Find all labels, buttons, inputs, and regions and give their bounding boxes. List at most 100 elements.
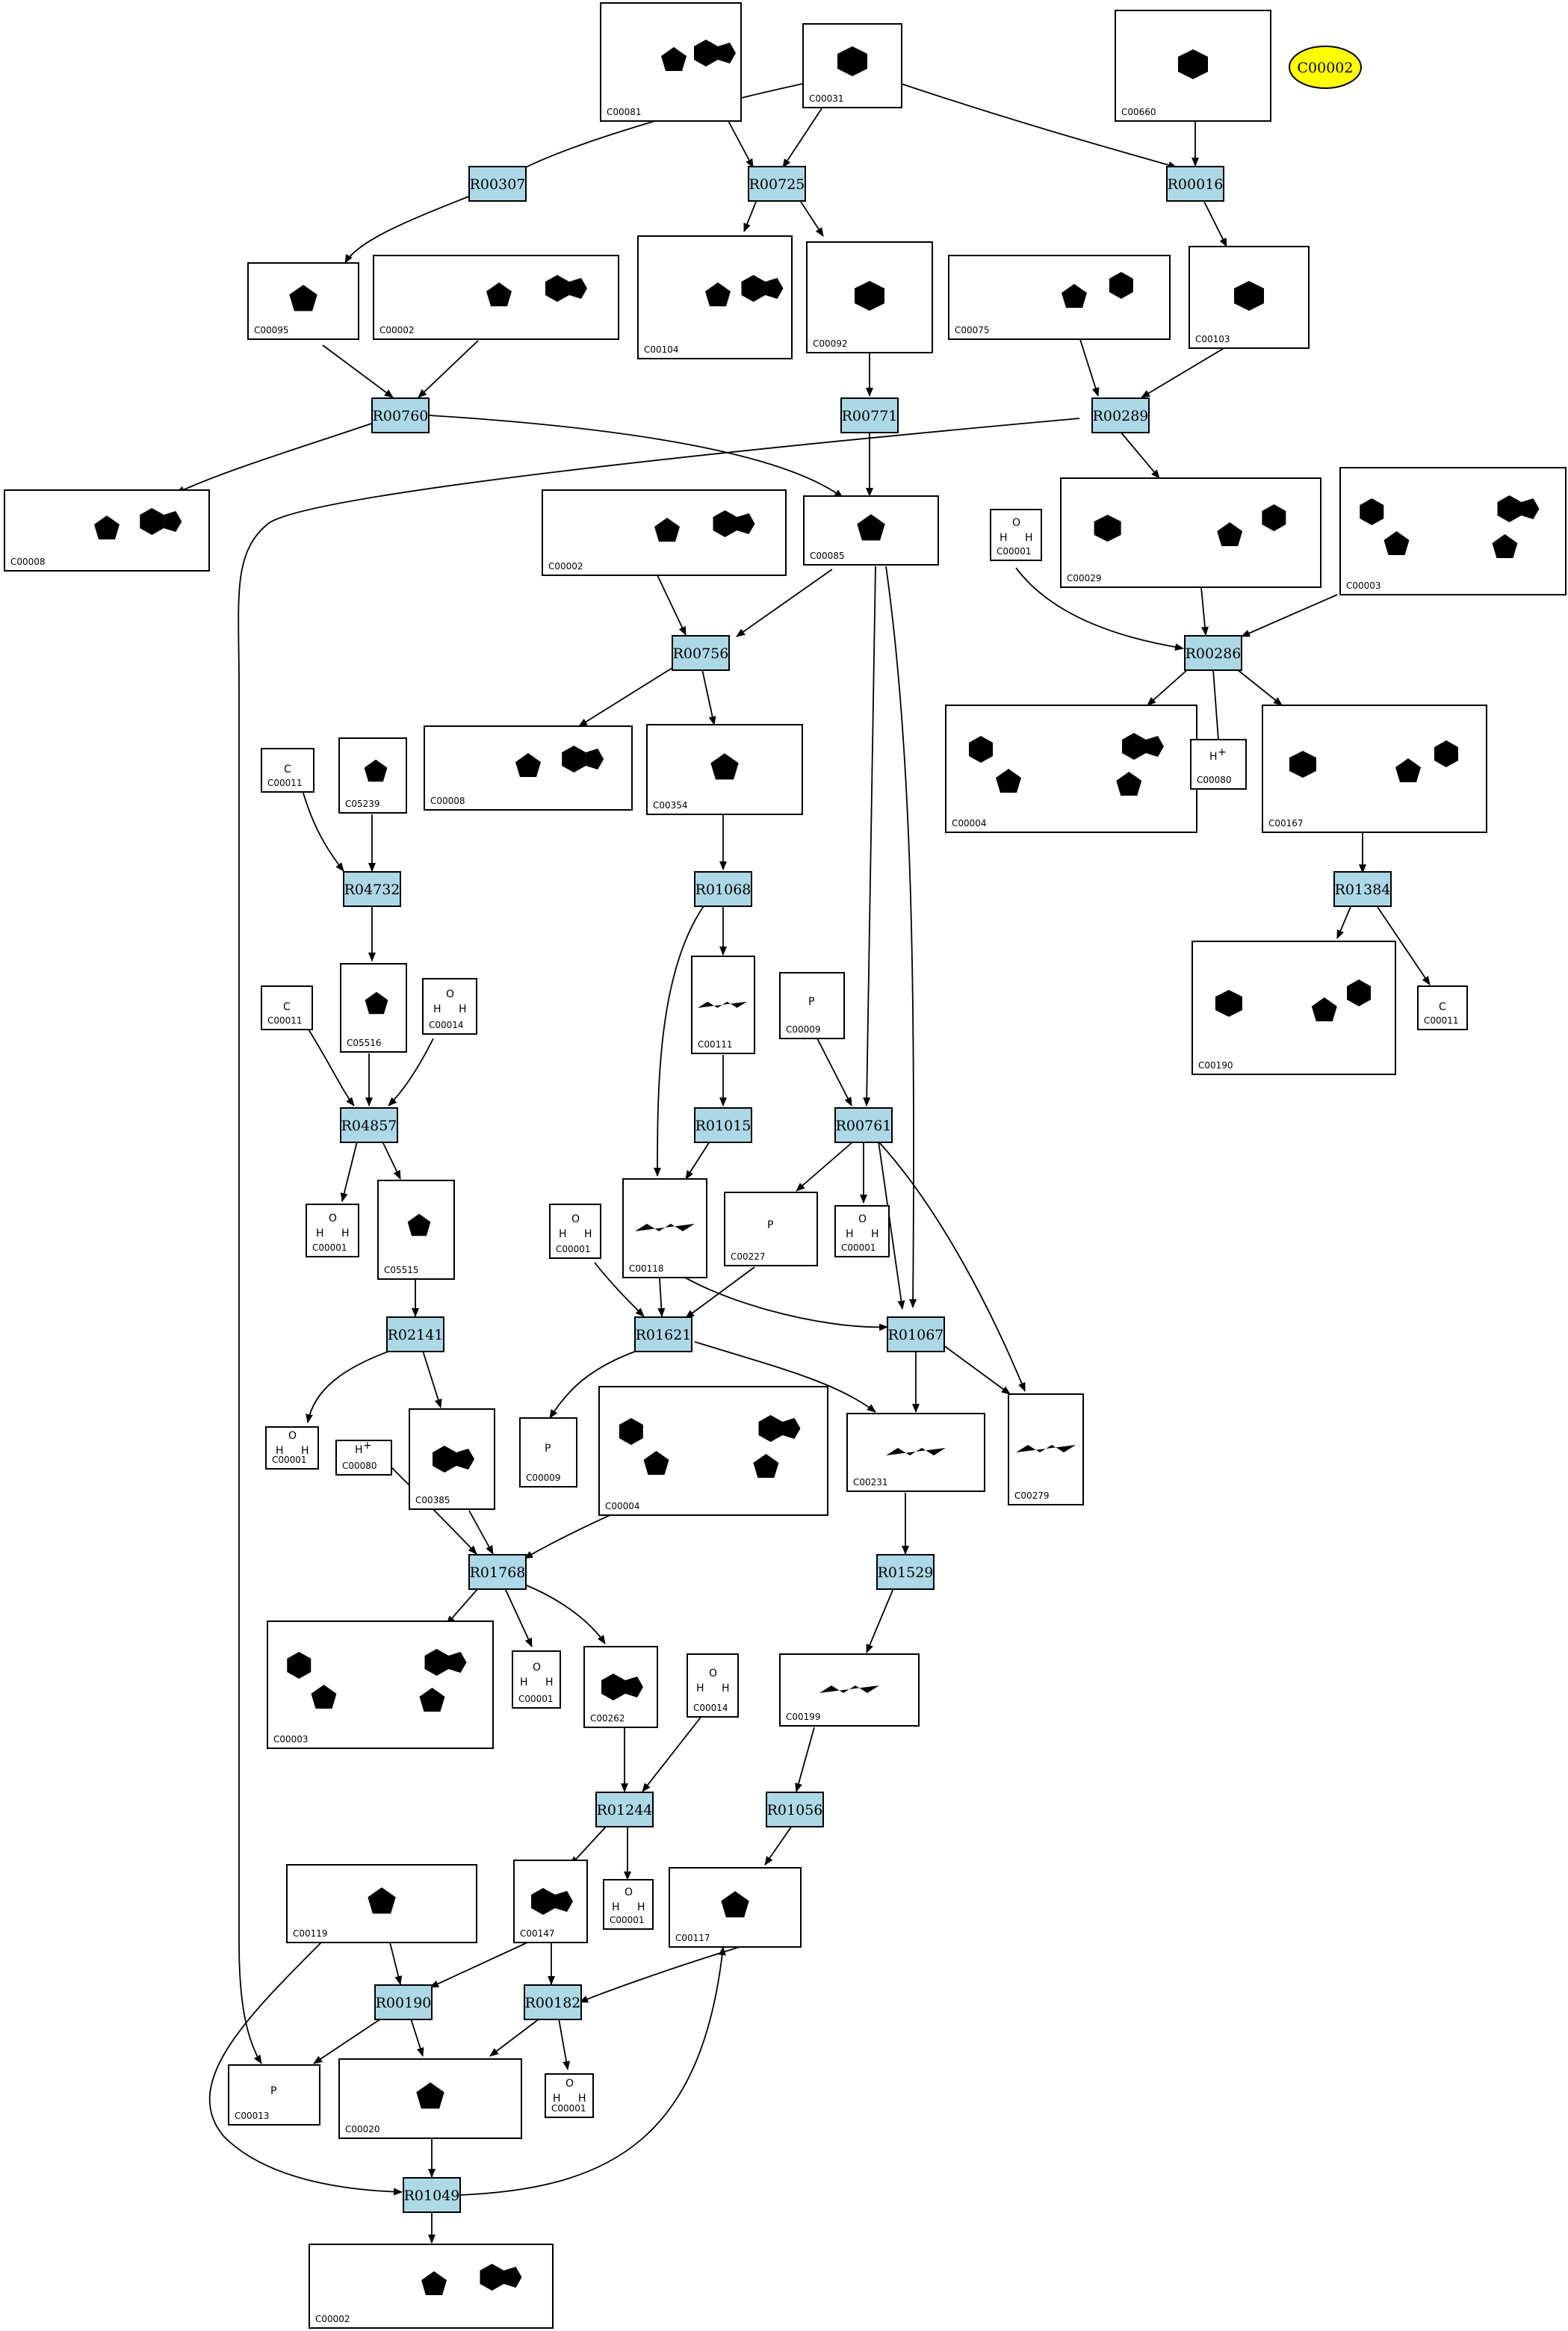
structure-sketch: H+ <box>1209 746 1227 763</box>
compound-c00080[interactable]: H+C00080 <box>1190 739 1247 790</box>
reaction-r04732[interactable]: R04732 <box>343 871 401 907</box>
reaction-r01384[interactable]: R01384 <box>1333 871 1392 907</box>
svg-text:H: H <box>559 1228 567 1240</box>
reaction-r00771[interactable]: R00771 <box>840 397 899 433</box>
reaction-r00286[interactable]: R00286 <box>1184 635 1242 671</box>
svg-text:H: H <box>871 1228 879 1240</box>
compound-c05239[interactable]: C05239 <box>338 737 407 814</box>
svg-text:H: H <box>1000 532 1008 544</box>
reaction-r01244[interactable]: R01244 <box>595 1792 654 1827</box>
reaction-r01529[interactable]: R01529 <box>876 1554 935 1590</box>
compound-c00095[interactable]: C00095 <box>247 262 359 340</box>
compound-c00119[interactable]: C00119 <box>286 1864 477 1943</box>
reaction-r00016[interactable]: R00016 <box>1166 166 1224 202</box>
compound-c00262[interactable]: C00262 <box>583 1646 658 1728</box>
compound-id-label: C00003 <box>273 1734 309 1745</box>
compound-c00009[interactable]: P C00009 <box>519 1417 577 1488</box>
compound-c05515[interactable]: C05515 <box>377 1180 455 1280</box>
compound-c05516[interactable]: C05516 <box>340 963 407 1053</box>
compound-c00085[interactable]: C00085 <box>803 495 939 566</box>
reaction-r00725[interactable]: R00725 <box>748 166 806 202</box>
reaction-r01056[interactable]: R01056 <box>766 1792 824 1827</box>
compound-c00031[interactable]: C00031 <box>802 23 902 108</box>
compound-c00167[interactable]: C00167 <box>1262 705 1487 833</box>
compound-c00354[interactable]: C00354 <box>646 724 803 815</box>
compound-c00118[interactable]: C00118 <box>622 1178 707 1278</box>
compound-c00004[interactable]: C00004 <box>945 705 1197 833</box>
reaction-r00182[interactable]: R00182 <box>524 1984 582 2020</box>
svg-text:P: P <box>545 1443 551 1455</box>
reaction-r01068[interactable]: R01068 <box>694 871 752 907</box>
compound-c00385[interactable]: C00385 <box>409 1408 495 1510</box>
compound-c00092[interactable]: C00092 <box>806 241 933 353</box>
svg-text:O: O <box>288 1430 297 1442</box>
reaction-id-label: R01384 <box>1335 882 1391 898</box>
compound-c00081[interactable]: C00081 <box>600 2 742 122</box>
compound-c00190[interactable]: C00190 <box>1192 941 1396 1075</box>
svg-text:H: H <box>846 1228 854 1240</box>
legend-compound-oval[interactable]: C00002 <box>1289 46 1362 89</box>
svg-text:H: H <box>355 1444 363 1456</box>
reaction-r00307[interactable]: R00307 <box>468 166 527 202</box>
reaction-r01049[interactable]: R01049 <box>403 2177 461 2213</box>
reaction-r04857[interactable]: R04857 <box>340 1107 398 1143</box>
reaction-r00289[interactable]: R00289 <box>1091 397 1150 433</box>
reaction-id-label: R00289 <box>1093 408 1149 424</box>
compound-id-label: C00167 <box>1268 818 1304 829</box>
compound-c00231[interactable]: C00231 <box>846 1413 985 1492</box>
reaction-r00756[interactable]: R00756 <box>672 635 730 671</box>
compound-c00020[interactable]: C00020 <box>338 2058 522 2139</box>
compound-c00003[interactable]: C00003 <box>1339 467 1567 595</box>
compound-id-label: C00008 <box>430 796 465 806</box>
compound-c00103[interactable]: C00103 <box>1189 246 1310 349</box>
compound-c00279[interactable]: C00279 <box>1008 1393 1084 1505</box>
compound-c00080[interactable]: H+C00080 <box>335 1440 392 1476</box>
reaction-r01768[interactable]: R01768 <box>468 1554 527 1590</box>
reaction-r02141[interactable]: R02141 <box>386 1316 444 1352</box>
reaction-id-label: R00016 <box>1168 176 1224 193</box>
compound-c00199[interactable]: C00199 <box>779 1653 920 1727</box>
compound-c00111[interactable]: C00111 <box>691 956 755 1054</box>
compound-c00075[interactable]: C00075 <box>948 255 1171 340</box>
svg-text:H: H <box>584 1228 592 1240</box>
reaction-id-label: R04732 <box>344 882 400 898</box>
compound-c00004[interactable]: C00004 <box>598 1386 828 1516</box>
reaction-id-label: R00725 <box>749 176 805 193</box>
compound-id-label: C00001 <box>312 1242 347 1253</box>
compound-c00002[interactable]: C00002 <box>542 489 787 576</box>
reaction-r01621[interactable]: R01621 <box>634 1316 692 1352</box>
compound-c00003[interactable]: C00003 <box>267 1620 494 1749</box>
reaction-r01015[interactable]: R01015 <box>694 1107 752 1143</box>
reaction-r01067[interactable]: R01067 <box>887 1316 945 1352</box>
reaction-r00761[interactable]: R00761 <box>834 1107 893 1143</box>
reaction-r00190[interactable]: R00190 <box>374 1984 433 2020</box>
compound-id-label: C00009 <box>526 1473 561 1483</box>
reaction-r00760[interactable]: R00760 <box>371 397 430 433</box>
compound-c00147[interactable]: C00147 <box>513 1860 588 1943</box>
compound-c00117[interactable]: C00117 <box>669 1867 802 1948</box>
compound-c00660[interactable]: C00660 <box>1115 10 1271 122</box>
compound-c00104[interactable]: C00104 <box>637 235 793 359</box>
svg-text:P: P <box>270 2085 276 2097</box>
compound-c00029[interactable]: C00029 <box>1060 477 1321 588</box>
compound-c00008[interactable]: C00008 <box>4 489 210 572</box>
compound-c00002[interactable]: C00002 <box>309 2244 554 2329</box>
compound-c00002[interactable]: C00002 <box>373 255 619 340</box>
compound-c00008[interactable]: C00008 <box>424 725 633 811</box>
